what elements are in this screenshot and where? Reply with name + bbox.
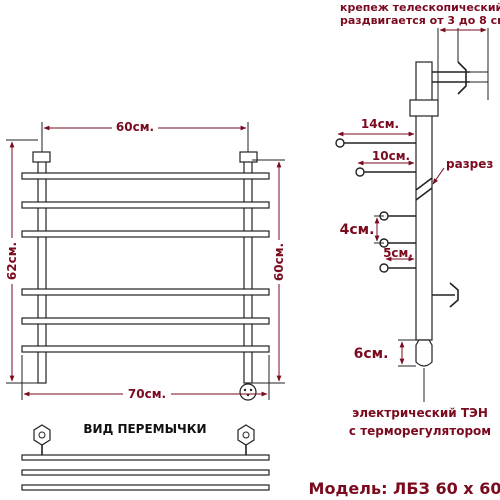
jumper-bar-2 bbox=[21, 469, 270, 476]
heater-label-line2: с терморегулятором bbox=[349, 424, 491, 438]
tube-5 bbox=[379, 263, 389, 273]
dist-14-label: 14см. bbox=[361, 117, 399, 131]
wall-mount-top bbox=[457, 61, 467, 95]
heater-element bbox=[415, 339, 433, 367]
left-cap bbox=[32, 151, 51, 163]
bar-2 bbox=[21, 201, 270, 209]
section-break bbox=[415, 177, 433, 201]
bar-5 bbox=[21, 317, 270, 325]
bar-6 bbox=[21, 345, 270, 353]
upper-bracket bbox=[409, 99, 439, 117]
height-right-label: 60см. bbox=[272, 243, 286, 281]
section-label: разрез bbox=[446, 157, 493, 171]
height-left-label: 62см. bbox=[5, 242, 19, 280]
model-label: Модель: ЛБЗ 60 х 60 bbox=[309, 479, 500, 498]
jumper-bar-3 bbox=[21, 484, 270, 491]
width-bottom-label: 70см. bbox=[128, 387, 166, 401]
bar-3 bbox=[21, 230, 270, 238]
dist-4-label: 4см. bbox=[340, 222, 375, 238]
jumper-view-label: ВИД ПЕРЕМЫЧКИ bbox=[83, 422, 206, 436]
mount-label-line2: раздвигается от 3 до 8 см. bbox=[340, 14, 500, 27]
heater-connector bbox=[239, 383, 257, 401]
jumper-bar-1 bbox=[21, 454, 270, 461]
side-view: 14см. 10см. 4см. 5см. 6см. bbox=[335, 27, 489, 402]
dist-10-label: 10см. bbox=[372, 149, 410, 163]
bar-1 bbox=[21, 172, 270, 180]
front-view: 60см. 70см. 62см. 60см. bbox=[4, 120, 287, 401]
mount-label-line1: крепеж телескопический bbox=[340, 1, 500, 14]
heater-label-line1: электрический ТЭН bbox=[352, 406, 488, 420]
horizontal-bars bbox=[21, 172, 270, 353]
dist-6-label: 6см. bbox=[354, 346, 389, 362]
dist-5-label: 5см. bbox=[383, 246, 413, 260]
bar-4 bbox=[21, 288, 270, 296]
tube-14 bbox=[335, 138, 345, 148]
width-top-label: 60см. bbox=[116, 120, 154, 134]
tube-10 bbox=[355, 167, 365, 177]
wall-mount-bottom bbox=[449, 282, 459, 308]
jumper-view bbox=[21, 424, 270, 491]
